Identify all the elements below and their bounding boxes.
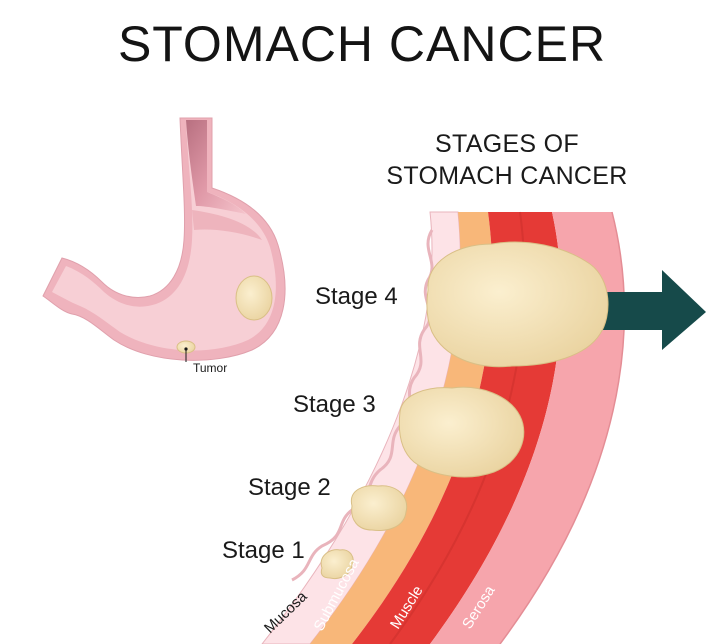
stage-4-tumor <box>426 241 609 368</box>
stage-4-label: Stage 4 <box>315 283 398 310</box>
stage-1-tumor <box>320 549 354 579</box>
stage-tumors <box>320 241 609 579</box>
diagram-subtitle: STAGES OF STOMACH CANCER <box>372 128 642 192</box>
stage-2-tumor <box>350 485 408 531</box>
stage-3-label: Stage 3 <box>293 391 376 418</box>
tumor-label: Tumor <box>193 361 228 375</box>
page-title: STOMACH CANCER <box>117 16 607 72</box>
stage-1-label: Stage 1 <box>222 537 305 564</box>
stomach-tumor-large <box>235 275 273 321</box>
stomach-shading <box>186 120 246 214</box>
stomach-shading-2 <box>192 210 262 240</box>
stomach-cavity <box>52 120 276 351</box>
stage-2-label: Stage 2 <box>248 474 331 501</box>
tumor-pointer-dot <box>184 347 188 351</box>
serosa-outline <box>499 211 626 644</box>
subtitle-line-2: STOMACH CANCER <box>386 162 628 190</box>
right-arrow-icon <box>598 270 706 350</box>
subtitle-line-1: STAGES OF <box>435 130 579 158</box>
stage-3-tumor <box>398 386 525 478</box>
stomach-illustration <box>42 117 286 362</box>
